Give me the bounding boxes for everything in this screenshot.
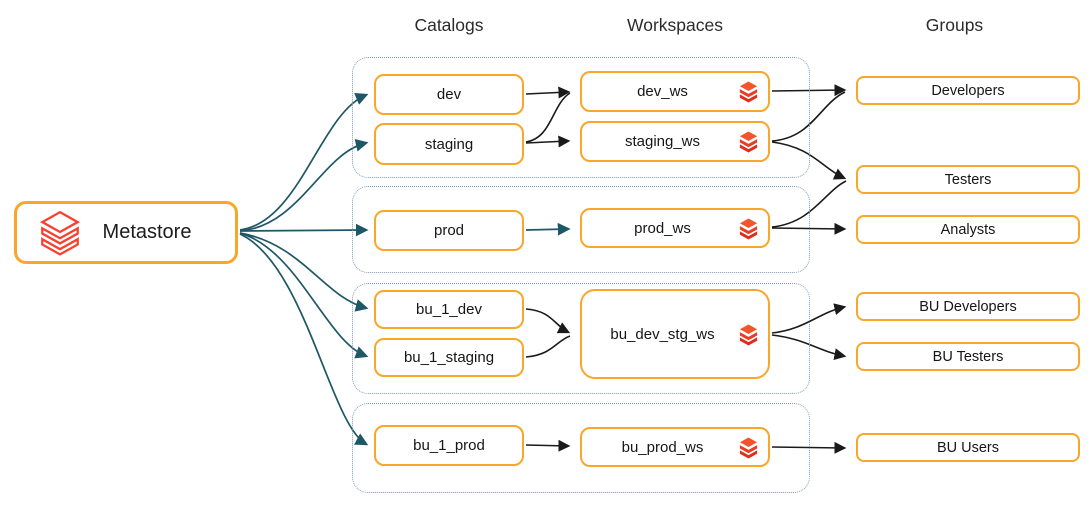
workspace-label: staging_ws: [624, 133, 701, 150]
group-label: Analysts: [940, 221, 996, 238]
workspace-label: bu_dev_stg_ws: [610, 325, 715, 343]
column-header-groups: Groups: [925, 15, 984, 35]
metastore-fanout-arrows: [239, 93, 369, 446]
group-label: BU Users: [936, 439, 1000, 456]
workspace-dev-ws: dev_ws: [580, 71, 770, 112]
group-analysts: Analysts: [856, 215, 1080, 244]
catalog-label: dev: [436, 86, 462, 103]
catalog-bu-1-dev: bu_1_dev: [374, 290, 524, 329]
prod-to-prodws-arrow: [525, 222, 571, 236]
databricks-icon: [737, 80, 760, 103]
workspace-label: bu_prod_ws: [621, 438, 704, 456]
workspace-bu-dev-stg-ws: bu_dev_stg_ws: [580, 289, 770, 379]
catalog-label: bu_1_dev: [416, 301, 482, 318]
catalog-bu-1-staging: bu_1_staging: [374, 338, 524, 377]
databricks-icon: [737, 217, 760, 240]
group-label: BU Developers: [919, 298, 1017, 315]
workspace-staging-ws: staging_ws: [580, 121, 770, 162]
catalog-prod: prod: [374, 210, 524, 251]
databricks-outline-logo-icon: [35, 208, 85, 258]
cluster-bu-dev-staging: [352, 283, 810, 394]
metastore-node: Metastore: [14, 201, 238, 264]
group-testers: Testers: [856, 165, 1080, 194]
catalog-label: bu_1_prod: [413, 437, 485, 454]
catalog-workspace-arrows: [525, 86, 571, 452]
workspace-group-arrows: [771, 84, 847, 454]
cluster-dev-staging: [352, 57, 810, 178]
workspace-label: prod_ws: [634, 219, 691, 237]
group-developers: Developers: [856, 76, 1080, 105]
cluster-bu-prod: [352, 403, 810, 493]
databricks-icon: [737, 130, 760, 153]
column-header-workspaces: Workspaces: [627, 15, 723, 35]
databricks-icon: [737, 436, 760, 459]
databricks-icon: [737, 323, 760, 346]
metastore-label: Metastore: [102, 221, 192, 243]
column-header-catalogs: Catalogs: [414, 15, 484, 35]
group-label: BU Testers: [932, 348, 1004, 365]
cluster-prod: [352, 186, 810, 273]
catalog-dev: dev: [374, 74, 524, 115]
workspace-prod-ws: prod_ws: [580, 208, 770, 248]
workspace-label: dev_ws: [637, 83, 688, 100]
workspace-bu-prod-ws: bu_prod_ws: [580, 427, 770, 467]
catalog-staging: staging: [374, 123, 524, 165]
catalog-label: staging: [424, 135, 474, 153]
catalog-label: prod: [433, 222, 465, 239]
group-bu-developers: BU Developers: [856, 292, 1080, 321]
group-bu-testers: BU Testers: [856, 342, 1080, 371]
group-label: Developers: [931, 82, 1005, 99]
catalog-label: bu_1_staging: [403, 349, 495, 366]
catalog-bu-1-prod: bu_1_prod: [374, 425, 524, 466]
group-bu-users: BU Users: [856, 433, 1080, 462]
group-label: Testers: [944, 171, 992, 188]
